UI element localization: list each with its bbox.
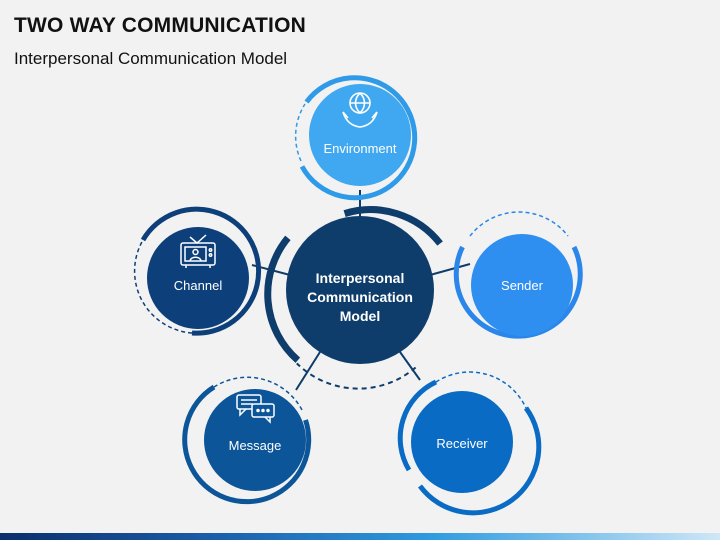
connector-message (295, 351, 321, 391)
center-label-line-2: Communication (307, 289, 413, 305)
message-ring-solid (182, 384, 312, 505)
node-receiver: Receiver (397, 371, 542, 516)
footer-gradient-bar (0, 533, 720, 540)
receiver-ring-dashed (435, 371, 527, 409)
node-environment: Environment (294, 75, 418, 201)
node-message: Message (182, 376, 312, 505)
channel-circle (147, 227, 249, 329)
globe-hands-icon (342, 92, 378, 128)
page-subtitle: Interpersonal Communication Model (14, 49, 288, 68)
receiver-ring-solid-2 (417, 406, 542, 516)
center-node: Interpersonal Communication Model (264, 206, 443, 390)
connector-sender (429, 263, 471, 276)
center-ring-arc-left (264, 235, 301, 363)
receiver-ring-solid (397, 379, 438, 472)
channel-ring-solid (140, 206, 262, 336)
environment-label: Environment (324, 141, 397, 156)
channel-label: Channel (174, 278, 223, 293)
connector-receiver (399, 351, 421, 381)
message-label: Message (229, 438, 282, 453)
tv-icon (180, 234, 216, 268)
receiver-label: Receiver (436, 436, 488, 451)
node-sender: Sender (453, 211, 583, 339)
center-ring-arc-top (343, 206, 443, 246)
message-circle (204, 389, 306, 491)
environment-ring-dashed (294, 103, 306, 162)
environment-circle (309, 84, 411, 186)
sender-circle (471, 234, 573, 336)
receiver-circle (411, 391, 513, 493)
message-ring-dashed (213, 376, 303, 411)
chat-bubbles-icon (236, 394, 275, 424)
node-channel: Channel (133, 206, 262, 336)
center-ring-arc-bottom (296, 362, 417, 390)
page-title: TWO WAY COMMUNICATION (14, 14, 306, 37)
channel-ring-dashed (133, 239, 193, 334)
center-label-line-3: Model (340, 308, 380, 324)
center-circle (286, 216, 434, 364)
environment-ring-solid (299, 75, 418, 201)
center-label-line-1: Interpersonal (316, 270, 405, 286)
sender-ring-dashed (469, 211, 569, 237)
sender-ring-solid (453, 245, 583, 339)
sender-label: Sender (501, 278, 544, 293)
